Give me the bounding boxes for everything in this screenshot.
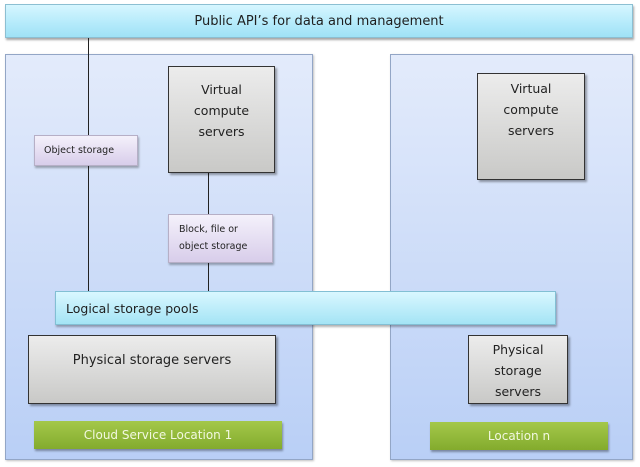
virtual-compute-n-line-2: compute xyxy=(503,102,559,117)
connector-api-to-object-storage xyxy=(88,38,89,135)
virtual-compute-n-line-3: servers xyxy=(507,123,555,138)
physical-storage-servers-box-1: Physical storage servers xyxy=(28,335,276,404)
location-n-label: Location n xyxy=(487,429,551,443)
virtual-compute-servers-box-1: Virtual compute servers xyxy=(168,66,275,173)
object-storage-label: Object storage xyxy=(44,145,115,156)
virtual-compute-n-line-1: Virtual xyxy=(510,81,552,96)
virtual-compute-line-3: servers xyxy=(198,124,245,139)
public-api-bar: Public API’s for data and management xyxy=(5,4,633,38)
physical-storage-label-1: Physical storage servers xyxy=(72,353,232,368)
physical-storage-n-line-1: Physical xyxy=(492,342,544,357)
physical-storage-n-line-2: storage xyxy=(494,363,542,378)
block-storage-line-1: Block, file or xyxy=(179,224,238,235)
block-storage-line-2: object storage xyxy=(179,241,248,252)
location-n-label-box: Location n xyxy=(430,422,608,450)
virtual-compute-line-1: Virtual xyxy=(201,82,242,97)
connector-object-storage-to-pools xyxy=(88,166,89,291)
physical-storage-servers-box-n: Physical storage servers xyxy=(468,335,568,404)
connector-compute-to-block-storage xyxy=(208,173,209,214)
logical-storage-pools-label: Logical storage pools xyxy=(66,300,199,316)
object-storage-box: Object storage xyxy=(34,135,138,166)
location-1-label-box: Cloud Service Location 1 xyxy=(34,421,282,449)
virtual-compute-line-2: compute xyxy=(193,103,250,118)
block-file-object-storage-box: Block, file or object storage xyxy=(168,214,273,263)
logical-storage-pools-bar: Logical storage pools xyxy=(55,291,556,325)
public-api-label: Public API’s for data and management xyxy=(194,13,444,29)
physical-storage-n-line-3: servers xyxy=(494,384,542,399)
connector-block-storage-to-pools xyxy=(208,263,209,291)
location-1-label: Cloud Service Location 1 xyxy=(83,428,233,442)
virtual-compute-servers-box-n: Virtual compute servers xyxy=(477,73,585,180)
